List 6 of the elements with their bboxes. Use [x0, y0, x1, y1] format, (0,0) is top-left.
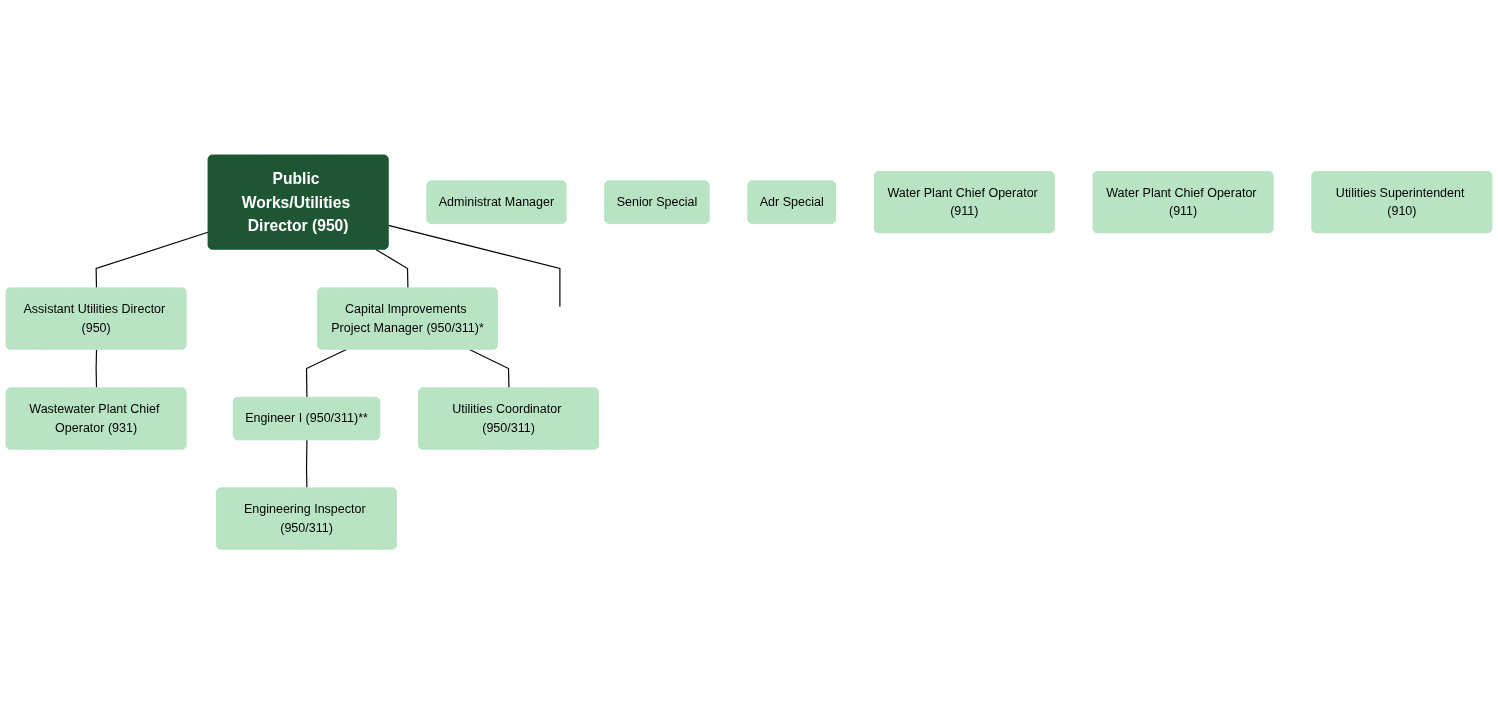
connector: [95, 231, 210, 289]
connector: [305, 439, 308, 489]
connector: [468, 348, 510, 389]
connector: [375, 248, 409, 289]
connector: [387, 224, 561, 308]
connector: [95, 348, 98, 389]
